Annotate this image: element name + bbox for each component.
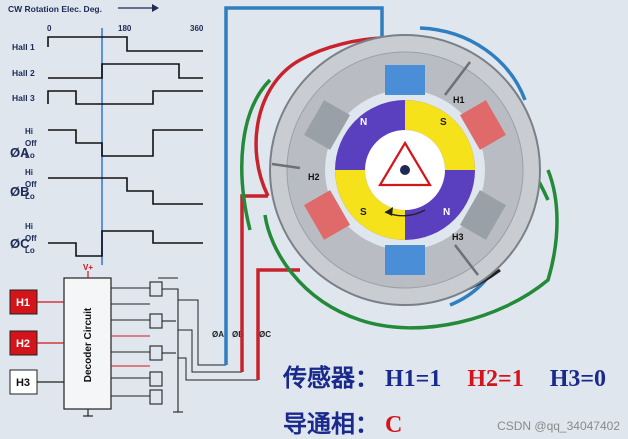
phase-b-lo: Lo bbox=[25, 192, 35, 201]
phase-a-off: Off bbox=[25, 139, 37, 148]
phase-b-trace: ØB Hi Off Lo bbox=[10, 168, 203, 205]
coil-c-outer bbox=[263, 169, 559, 330]
stator-teeth bbox=[304, 65, 506, 275]
sensor-prefix: 传感器： bbox=[283, 366, 379, 392]
rotor-seg-yellow-2 bbox=[335, 170, 405, 240]
phase-c-lo: Lo bbox=[25, 246, 35, 255]
rotor-shaft-icon bbox=[378, 140, 432, 187]
rotor-seg-yellow-1 bbox=[405, 100, 475, 170]
sensor-h3-probe bbox=[454, 244, 479, 276]
bridge-output-lines bbox=[178, 299, 258, 381]
sensor-state-caption: 传感器： H1=1 H2=1 H3=0 bbox=[283, 358, 606, 393]
phase-prefix: 导通相： bbox=[283, 412, 379, 438]
tick-360: 360 bbox=[190, 24, 204, 33]
hall2-wave bbox=[48, 63, 203, 79]
input-h3-label: H3 bbox=[16, 377, 30, 389]
phase-a-trace: ØA Hi Off Lo bbox=[10, 127, 203, 160]
sensor-h1-probe bbox=[444, 61, 471, 96]
phase-b-hi: Hi bbox=[25, 168, 33, 177]
wire-phase-c-feed bbox=[256, 268, 300, 380]
timing-chart: CW Rotation Elec. Deg. 0 180 360 Hall 1 … bbox=[8, 4, 204, 265]
rotor-axle bbox=[400, 165, 410, 175]
sensor-h2: H2 bbox=[308, 172, 320, 182]
wire-phase-b bbox=[240, 194, 268, 372]
pole-s-2: S bbox=[360, 207, 367, 218]
tooth-lower-right bbox=[459, 190, 506, 240]
transistor-bridge bbox=[149, 277, 183, 413]
rotor: N S N S bbox=[335, 100, 475, 240]
hall2-label: Hall 2 bbox=[12, 68, 35, 78]
rotation-arrowhead bbox=[152, 4, 159, 12]
phase-value: C bbox=[385, 412, 403, 438]
phase-a-lo: Lo bbox=[25, 151, 35, 160]
watermark: CSDN @qq_34047402 bbox=[497, 419, 620, 433]
motor: N S N S H1 H2 H3 bbox=[224, 6, 559, 380]
sensor-h3: H3 bbox=[452, 232, 464, 242]
active-phase-caption: 导通相： C bbox=[283, 404, 402, 439]
pole-s-1: S bbox=[440, 117, 447, 128]
wire-phase-a bbox=[224, 6, 384, 365]
pole-n-2: N bbox=[443, 207, 450, 218]
hall3-label: Hall 3 bbox=[12, 93, 35, 103]
rotation-arc-head bbox=[385, 207, 393, 216]
tooth-upper-right bbox=[459, 100, 506, 150]
phase-a-hi: Hi bbox=[25, 127, 33, 136]
phase-c-off: Off bbox=[25, 234, 37, 243]
phase-b-off: Off bbox=[25, 180, 37, 189]
input-h1-label: H1 bbox=[16, 297, 30, 309]
sensor-h1: H1 bbox=[453, 95, 465, 105]
h1-state: H1=1 bbox=[385, 366, 442, 392]
sensor-h2-probe bbox=[271, 162, 301, 170]
input-h2-label: H2 bbox=[16, 338, 30, 350]
tick-180: 180 bbox=[118, 24, 132, 33]
active-drive-wires bbox=[111, 335, 150, 367]
phase-b-symbol: ØB bbox=[10, 184, 30, 199]
timing-title: CW Rotation Elec. Deg. bbox=[8, 4, 102, 14]
decoder-circuit: Decoder Circuit V+ H1 H2 H3 bbox=[9, 263, 271, 417]
decoder-output-wires bbox=[111, 287, 150, 397]
output-phase-a: ØA bbox=[212, 330, 224, 339]
phase-c-trace: ØC Hi Off Lo bbox=[10, 222, 203, 257]
phase-c-hi: Hi bbox=[25, 222, 33, 231]
h2-state: H2=1 bbox=[467, 366, 524, 392]
h3-state: H3=0 bbox=[549, 366, 607, 392]
phase-c-symbol: ØC bbox=[10, 236, 30, 251]
phase-a-wave bbox=[48, 129, 203, 157]
supply-label: V+ bbox=[83, 263, 93, 272]
decoder-box bbox=[63, 277, 112, 410]
hall1-wave bbox=[47, 36, 203, 52]
hall1-label: Hall 1 bbox=[12, 42, 35, 52]
tooth-top bbox=[385, 65, 425, 95]
phase-a-symbol: ØA bbox=[10, 145, 30, 160]
tooth-upper-left bbox=[304, 100, 351, 150]
decoder-label: Decoder Circuit bbox=[83, 307, 94, 382]
output-phase-c: ØC bbox=[259, 330, 271, 339]
hall3-wave bbox=[47, 90, 203, 105]
input-h1 bbox=[9, 289, 38, 315]
phase-c-wave bbox=[48, 230, 203, 257]
pole-n-1: N bbox=[360, 117, 367, 128]
tooth-lower-left bbox=[304, 190, 351, 240]
tick-0: 0 bbox=[47, 24, 52, 33]
tooth-bottom bbox=[385, 245, 425, 275]
phase-b-wave bbox=[48, 177, 203, 205]
output-phase-b: ØB bbox=[232, 330, 244, 339]
